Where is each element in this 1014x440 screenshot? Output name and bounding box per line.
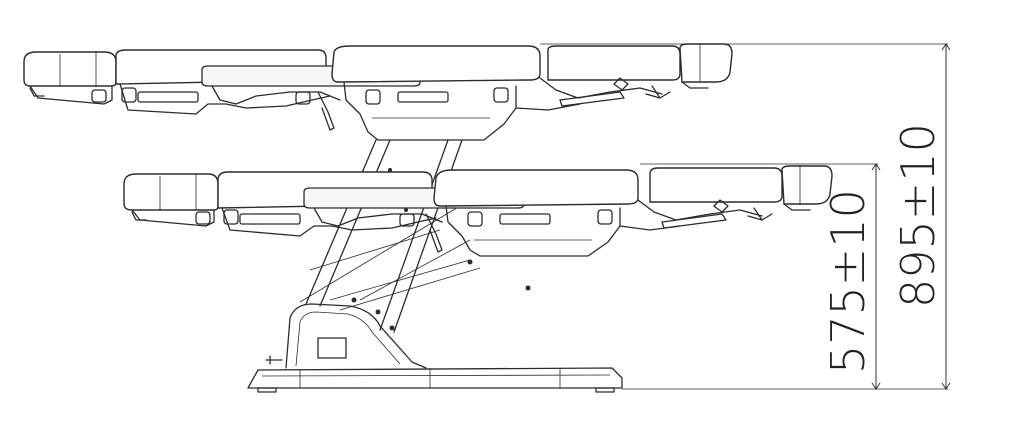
seat-pad-lowered — [433, 169, 639, 207]
lowered-height-label: 575±10 — [821, 189, 875, 374]
dimension-lines — [540, 43, 951, 390]
scissor-lift-arms — [299, 139, 531, 333]
legrest-pad-lowered — [649, 167, 783, 203]
legrest-pad-raised — [547, 45, 681, 81]
headrest-pad-lowered — [123, 173, 219, 211]
chair-raised-position — [23, 43, 733, 141]
control-panel-label-plate — [317, 337, 347, 359]
footrest-pad-lowered — [781, 165, 833, 205]
seat-pad-raised — [331, 45, 541, 83]
chair-lowered-position — [123, 165, 833, 257]
raised-height-label: 895±10 — [891, 123, 945, 308]
footrest-pad-raised — [679, 43, 733, 83]
headrest-pad-raised — [23, 51, 117, 87]
chair-base — [247, 367, 623, 393]
lift-column-housing — [265, 303, 427, 369]
